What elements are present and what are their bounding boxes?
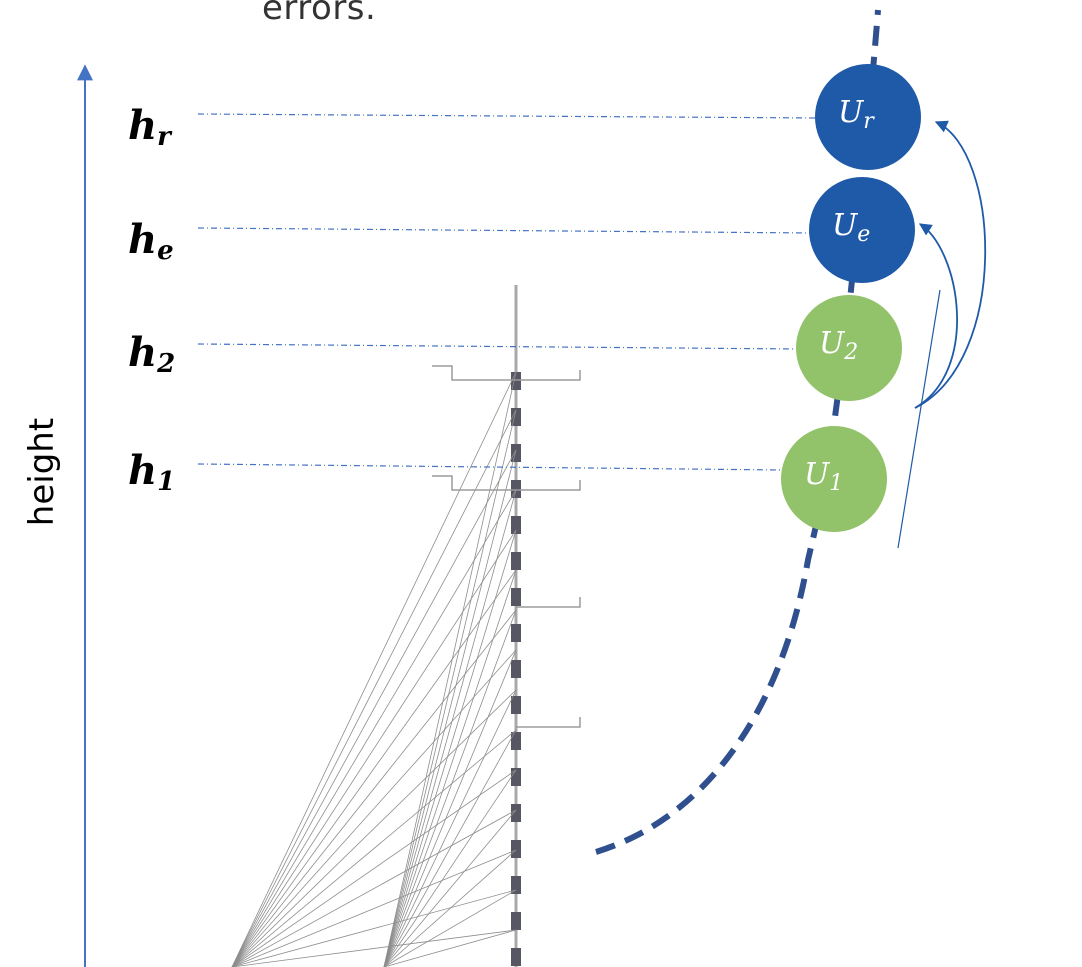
guy-wire — [231, 409, 517, 967]
guy-wire — [383, 729, 517, 967]
guy-wire — [231, 489, 517, 967]
guy-wire — [231, 609, 517, 967]
tower-segment — [511, 444, 521, 462]
axis-label: height — [22, 417, 63, 527]
tower-segment — [511, 624, 521, 642]
guy-wire — [383, 769, 517, 967]
guy-wire — [383, 371, 517, 967]
guy-wire — [383, 569, 517, 967]
guide-line-h2 — [197, 343, 797, 350]
guide-line-h1 — [197, 463, 783, 471]
guy-wire — [383, 689, 517, 967]
tower-segment — [511, 768, 521, 786]
height-label-hr: hr — [128, 102, 171, 152]
tower-segment — [511, 948, 521, 966]
node-label-u2: U2 — [819, 326, 859, 365]
guy-wire — [383, 649, 517, 967]
node-u1 — [781, 426, 887, 532]
node-label-ur: Ur — [838, 95, 874, 134]
guide-line-hr — [197, 113, 817, 119]
tower-segment — [511, 372, 521, 390]
guy-wire — [383, 609, 517, 967]
guy-wire — [383, 529, 517, 967]
guy-wire — [383, 889, 517, 967]
tower-segment — [511, 660, 521, 678]
sensor-boom-left — [432, 475, 516, 491]
node-label-u1: U1 — [804, 457, 844, 496]
guy-wire — [231, 809, 517, 967]
guy-wire — [383, 849, 517, 967]
tower-segment — [511, 552, 521, 570]
guy-wire — [231, 371, 517, 967]
guy-wire — [231, 529, 517, 967]
guy-wire — [231, 689, 517, 967]
tower-segment — [511, 480, 521, 498]
guy-wire — [231, 449, 517, 967]
guy-wire — [383, 449, 517, 967]
guy-wire — [383, 929, 517, 967]
height-label-he: he — [128, 216, 174, 266]
node-label-ue: Ue — [832, 208, 871, 247]
guy-wire — [231, 729, 517, 967]
guy-wire — [383, 489, 517, 967]
node-u2 — [796, 295, 902, 401]
sensor-boom-right — [516, 370, 581, 381]
guide-line-he — [197, 227, 813, 234]
tower-segment — [511, 804, 521, 822]
tower-segment — [511, 912, 521, 930]
tower-segment — [511, 732, 521, 750]
height-label-h2: h2 — [128, 329, 176, 379]
tower-segment — [511, 696, 521, 714]
sensor-boom-right — [516, 597, 581, 608]
guy-wire — [231, 849, 517, 967]
height-label-h1: h1 — [128, 447, 176, 497]
sensor-boom-left — [432, 365, 516, 381]
node-ur — [815, 64, 921, 170]
sensor-boom-right — [516, 717, 581, 728]
header-text-fragment: errors. — [262, 0, 377, 28]
guy-wire — [383, 409, 517, 967]
met-tower-illustration — [231, 285, 581, 967]
tower-segment — [511, 876, 521, 894]
tower-segment — [511, 516, 521, 534]
guy-wire — [231, 769, 517, 967]
tower-segment — [511, 588, 521, 606]
tower-segment — [511, 840, 521, 858]
guy-wire — [383, 809, 517, 967]
guy-wire — [231, 569, 517, 967]
arrow-to-ur — [914, 120, 987, 409]
sensor-boom-right — [516, 480, 581, 491]
tower-segment — [511, 408, 521, 426]
guy-wire — [231, 889, 517, 967]
extrapolation-line — [897, 289, 941, 549]
node-ue — [809, 177, 915, 283]
guy-wire — [231, 929, 517, 967]
guy-wire — [231, 649, 517, 967]
arrow-to-ue — [914, 223, 958, 409]
